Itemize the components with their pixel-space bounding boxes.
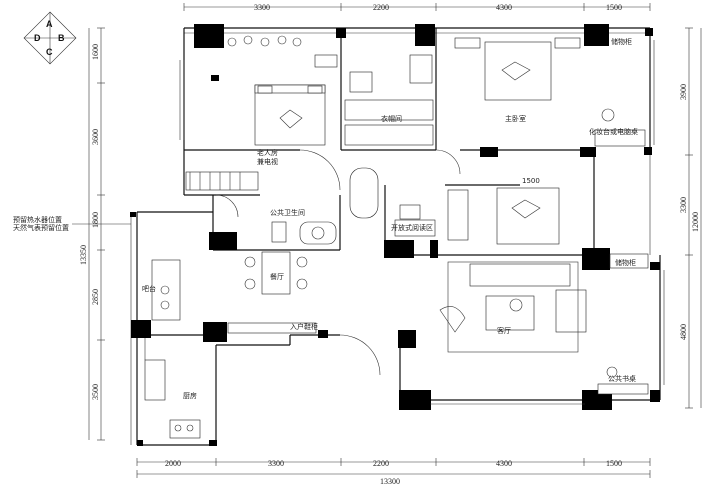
dim-bottom-total: 13300 [380,477,400,485]
dim-left-5: 3500 [91,384,100,400]
room-labels: 老人房 兼电视 衣帽间 主卧室 储物柜 化妆台或电脑桌 公共卫生间 开放式阅读区… [142,37,638,400]
dimension-right: 3900 3300 4800 12000 [679,27,702,409]
label-public-bath: 公共卫生间 [270,208,305,217]
dimension-left: 1600 3600 1800 2850 3500 13350 [79,27,105,441]
note-gas-meter: 天然气表预留位置 [13,223,69,232]
label-bed-width: 1500 [522,177,540,185]
dim-top-2: 2200 [373,3,389,12]
label-living: 客厅 [497,326,511,335]
dim-bottom-4: 4300 [496,459,512,468]
dim-bottom-1: 2000 [165,459,181,468]
note-water-heater: 预留热水器位置 [13,215,62,224]
dim-left-4: 2850 [91,289,100,305]
dim-top-3: 4300 [496,3,512,12]
label-vanity: 化妆台或电脑桌 [589,127,638,136]
label-elder-room: 老人房 [257,148,278,157]
dim-left-2: 3600 [91,129,100,145]
dim-left-total: 13350 [79,245,88,265]
label-storage-top: 储物柜 [611,37,632,46]
dim-right-total: 12000 [691,212,700,232]
compass-c: C [46,47,53,57]
label-kitchen: 厨房 [183,391,197,400]
annotations: 预留热水器位置 天然气表预留位置 [13,215,131,232]
label-elder-room-sub: 兼电视 [257,157,278,166]
label-master-bedroom: 主卧室 [505,114,526,123]
dim-left-3: 1800 [91,212,100,228]
dim-right-2: 3300 [679,197,688,213]
dim-right-3: 4800 [679,324,688,340]
compass-rose: A D B C [23,11,77,65]
label-walk-in-closet: 衣帽间 [381,114,402,123]
dim-top-4: 1500 [606,3,622,12]
furniture [144,35,649,439]
dimension-bottom: 2000 3300 2200 4300 1500 13300 [136,458,651,485]
dim-bottom-5: 1500 [606,459,622,468]
compass-a: A [46,19,53,29]
label-entry-cabinet: 入户鞋柜 [290,322,318,331]
compass-d: D [34,33,41,43]
dim-bottom-2: 3300 [268,459,284,468]
windows [179,40,665,405]
dim-left-1: 1600 [91,44,100,60]
label-public-study: 公共书桌 [608,374,636,383]
label-dining: 餐厅 [270,272,284,281]
label-storage-mid: 储物柜 [615,258,636,267]
sofa [469,263,571,287]
label-open-study: 开放式阅读区 [391,223,433,232]
columns [130,24,660,446]
dimension-top: 3300 2200 4300 1500 [183,3,651,12]
dim-top-1: 3300 [254,3,270,12]
dim-right-1: 3900 [679,84,688,100]
dining-table [261,251,291,295]
compass-b: B [58,33,65,43]
label-bar: 吧台 [142,284,156,293]
coffee-table [485,295,535,331]
dim-bottom-3: 2200 [373,459,389,468]
master-bed [484,41,552,101]
elder-bed [254,84,326,146]
